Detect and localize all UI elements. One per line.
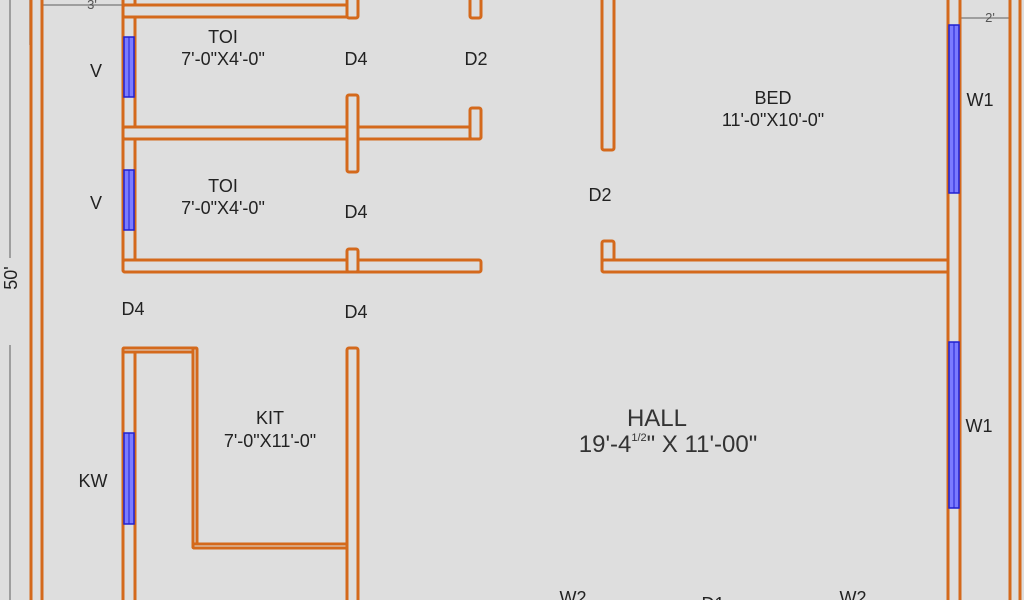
kitchen-top-wall: [121, 346, 198, 354]
toilet1-size: 7'-0"X4'-0": [181, 49, 265, 69]
window-w1-bottom-label: W1: [966, 416, 993, 436]
door-jamb: [345, 93, 360, 174]
window-w2-left-label: W2: [560, 588, 587, 600]
walls: [29, 0, 1022, 600]
door-d2-top-label: D2: [464, 49, 487, 69]
window-kw-label: KW: [79, 471, 108, 491]
hall-name: HALL: [627, 405, 687, 432]
door-jamb: [468, 106, 483, 141]
door-d4-left-label: D4: [121, 299, 144, 319]
kitchen-counter-wall: [191, 542, 355, 550]
door-d4-toilet1-label: D4: [344, 49, 367, 69]
toilet2-name: TOI: [208, 176, 238, 196]
dimension-lines: [9, 0, 1020, 600]
toilet1-name: TOI: [208, 27, 238, 47]
bed-bottom-wall: [600, 258, 956, 274]
toilet1-top-wall: [121, 3, 360, 19]
door-d2-bed-label: D2: [588, 185, 611, 205]
windows: [123, 24, 960, 525]
window-v2-label: V: [90, 193, 102, 213]
bed-name: BED: [754, 88, 791, 108]
kitchen-right-wall: [345, 346, 360, 600]
window-v1-label: V: [90, 61, 102, 81]
door-jamb: [468, 0, 483, 20]
window-w1-top-label: W1: [967, 90, 994, 110]
door-d1-label: D1: [701, 594, 724, 600]
kitchen-size: 7'-0"X11'-0": [224, 431, 316, 451]
hall-size: 19'-41/2" X 11'-00": [579, 431, 758, 458]
bed-size: 11'-0"X10'-0": [722, 110, 824, 130]
outer-right-wall: [1008, 0, 1022, 600]
window-w2-right-label: W2: [840, 588, 867, 600]
kitchen-name: KIT: [256, 408, 284, 428]
bed-left-wall: [600, 0, 616, 152]
left-setback-dimension: 3': [87, 0, 97, 12]
door-d4-kitchen-label: D4: [344, 302, 367, 322]
toilet2-bottom-wall: [121, 258, 483, 274]
right-setback-dimension: 2': [985, 10, 995, 25]
toilet-partition-wall: [121, 125, 483, 141]
door-jamb: [345, 0, 360, 20]
toilet2-size: 7'-0"X4'-0": [181, 198, 265, 218]
outer-left-wall: [29, 0, 44, 600]
door-d4-toilet2-label: D4: [344, 202, 367, 222]
door-jamb: [345, 247, 360, 274]
kitchen-counter-wall: [191, 346, 199, 550]
length-dimension: 50': [1, 266, 21, 289]
